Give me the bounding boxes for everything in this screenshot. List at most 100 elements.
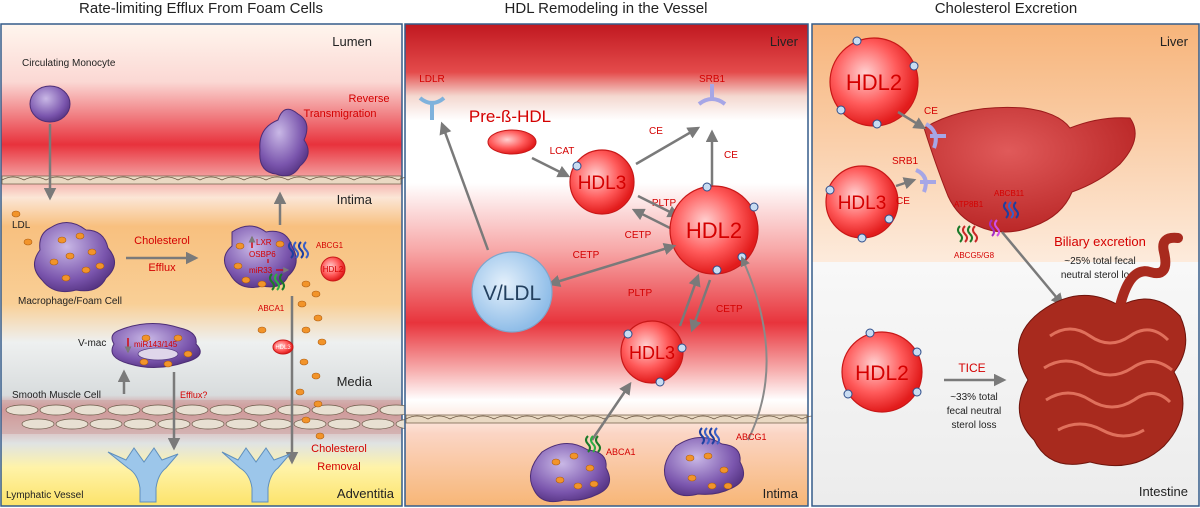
macrophage-label: Macrophage/Foam Cell <box>18 296 122 307</box>
endothelium-2 <box>406 415 824 423</box>
lipid-droplet <box>234 263 242 269</box>
lipid-droplet <box>164 361 172 367</box>
biliary-label: Biliary excretion <box>1054 234 1146 249</box>
smooth-muscle-cell <box>142 405 174 415</box>
lxr-label: LXR <box>256 238 272 247</box>
vmac-nucleus <box>138 348 178 360</box>
lipid-droplet <box>314 401 322 407</box>
apo-marker <box>910 62 918 70</box>
lipid-droplet <box>590 481 598 487</box>
lipid-droplet <box>174 335 182 341</box>
srb1-label-3: SRB1 <box>892 156 919 167</box>
apo-marker <box>913 388 921 396</box>
smooth-muscle-cell <box>346 405 378 415</box>
apo-marker <box>885 215 893 223</box>
abcg1-label: ABCG1 <box>316 241 344 250</box>
hdl2-liver-label: HDL2 <box>846 70 902 95</box>
lipid-droplet <box>312 291 320 297</box>
intima-cell-1 <box>530 443 609 501</box>
apo-marker <box>844 390 852 398</box>
abcg5-label: ABCG5/G8 <box>954 251 995 260</box>
lipid-droplet <box>552 459 560 465</box>
lipid-droplet <box>258 281 266 287</box>
abca1-label: ABCA1 <box>258 304 285 313</box>
cholesterol-label: Cholesterol <box>134 235 190 247</box>
smooth-muscle-cell <box>6 405 38 415</box>
apo-marker <box>837 106 845 114</box>
lipid-droplet <box>302 417 310 423</box>
lymphatic-label: Lymphatic Vessel <box>6 490 83 501</box>
tice-sub3: sterol loss <box>951 420 996 431</box>
lipid-droplet <box>586 465 594 471</box>
lipid-droplet <box>314 315 322 321</box>
smooth-muscle-cell <box>176 405 208 415</box>
lipid-droplet <box>276 241 284 247</box>
hdl2-center-label: HDL2 <box>686 218 742 243</box>
ldl-particle <box>12 211 20 217</box>
lipid-droplet <box>184 351 192 357</box>
lipid-droplet <box>686 455 694 461</box>
lumen-label: Lumen <box>332 34 372 49</box>
hdl3-small-label: HDL3 <box>275 345 291 351</box>
liver-label-3: Liver <box>1160 34 1189 49</box>
smooth-muscle-cell <box>74 405 106 415</box>
srb1-label-2: SRB1 <box>699 74 726 85</box>
smooth-muscle-cell <box>260 419 292 429</box>
removal-label: Removal <box>317 461 360 473</box>
abcg1-label-2: ABCG1 <box>736 432 767 442</box>
reverse-label: Reverse <box>349 93 390 105</box>
pre-hdl-label: Pre-ß-HDL <box>469 107 551 126</box>
vldl-label: V/LDL <box>483 282 541 305</box>
lipid-droplet <box>296 389 304 395</box>
lipid-droplet <box>66 253 74 259</box>
lipid-droplet <box>242 277 250 283</box>
tice-label: TICE <box>958 361 985 375</box>
ldl-particle <box>24 239 32 245</box>
ce-label-2a: CE <box>649 126 663 137</box>
tice-sub1: ~33% total <box>950 392 998 403</box>
lipid-droplet <box>316 433 324 439</box>
mir143-label: miR143/145 <box>134 340 178 349</box>
apo-marker <box>866 329 874 337</box>
apo-marker <box>713 266 721 274</box>
intima-label-2: Intima <box>763 486 799 501</box>
transmigration-label: Transmigration <box>304 108 377 120</box>
smc-label: Smooth Muscle Cell <box>12 390 101 401</box>
smooth-muscle-cell <box>22 419 54 429</box>
abca1-label-2: ABCA1 <box>606 447 636 457</box>
lipid-droplet <box>302 281 310 287</box>
lipid-droplet <box>76 233 84 239</box>
smooth-muscle-cell <box>244 405 276 415</box>
lipid-droplet <box>312 373 320 379</box>
hdl3-top-label: HDL3 <box>578 173 627 194</box>
endothelium-1 <box>2 176 420 184</box>
smooth-muscle-layer <box>2 400 428 434</box>
atp8b1-label: ATP8B1 <box>954 200 984 209</box>
lipid-droplet <box>704 453 712 459</box>
lipid-droplet <box>50 259 58 265</box>
apo-marker <box>873 120 881 128</box>
lipid-droplet <box>688 475 696 481</box>
smooth-muscle-cell <box>210 405 242 415</box>
abcb11-label: ABCB11 <box>994 189 1025 198</box>
lipid-droplet <box>708 483 716 489</box>
intestine-label: Intestine <box>1139 484 1188 499</box>
hdl2-small-label: HDL2 <box>323 265 344 274</box>
smooth-muscle-cell <box>56 419 88 429</box>
monocyte-label: Circulating Monocyte <box>22 58 116 69</box>
osbp6-label: OSBP6 <box>249 250 276 259</box>
media-label: Media <box>337 374 373 389</box>
lipid-droplet <box>318 339 326 345</box>
intima-label-1: Intima <box>337 192 373 207</box>
apo-marker <box>624 330 632 338</box>
ce-label-3b: CE <box>896 196 910 207</box>
cetp-label-1: CETP <box>625 230 652 241</box>
lipid-droplet <box>300 359 308 365</box>
smooth-muscle-cell <box>124 419 156 429</box>
lipid-droplet <box>142 335 150 341</box>
lipid-droplet <box>720 467 728 473</box>
apo-marker <box>573 162 581 170</box>
efflux-question: Efflux? <box>180 390 207 400</box>
ldl-label: LDL <box>12 220 31 231</box>
lipid-droplet <box>58 237 66 243</box>
